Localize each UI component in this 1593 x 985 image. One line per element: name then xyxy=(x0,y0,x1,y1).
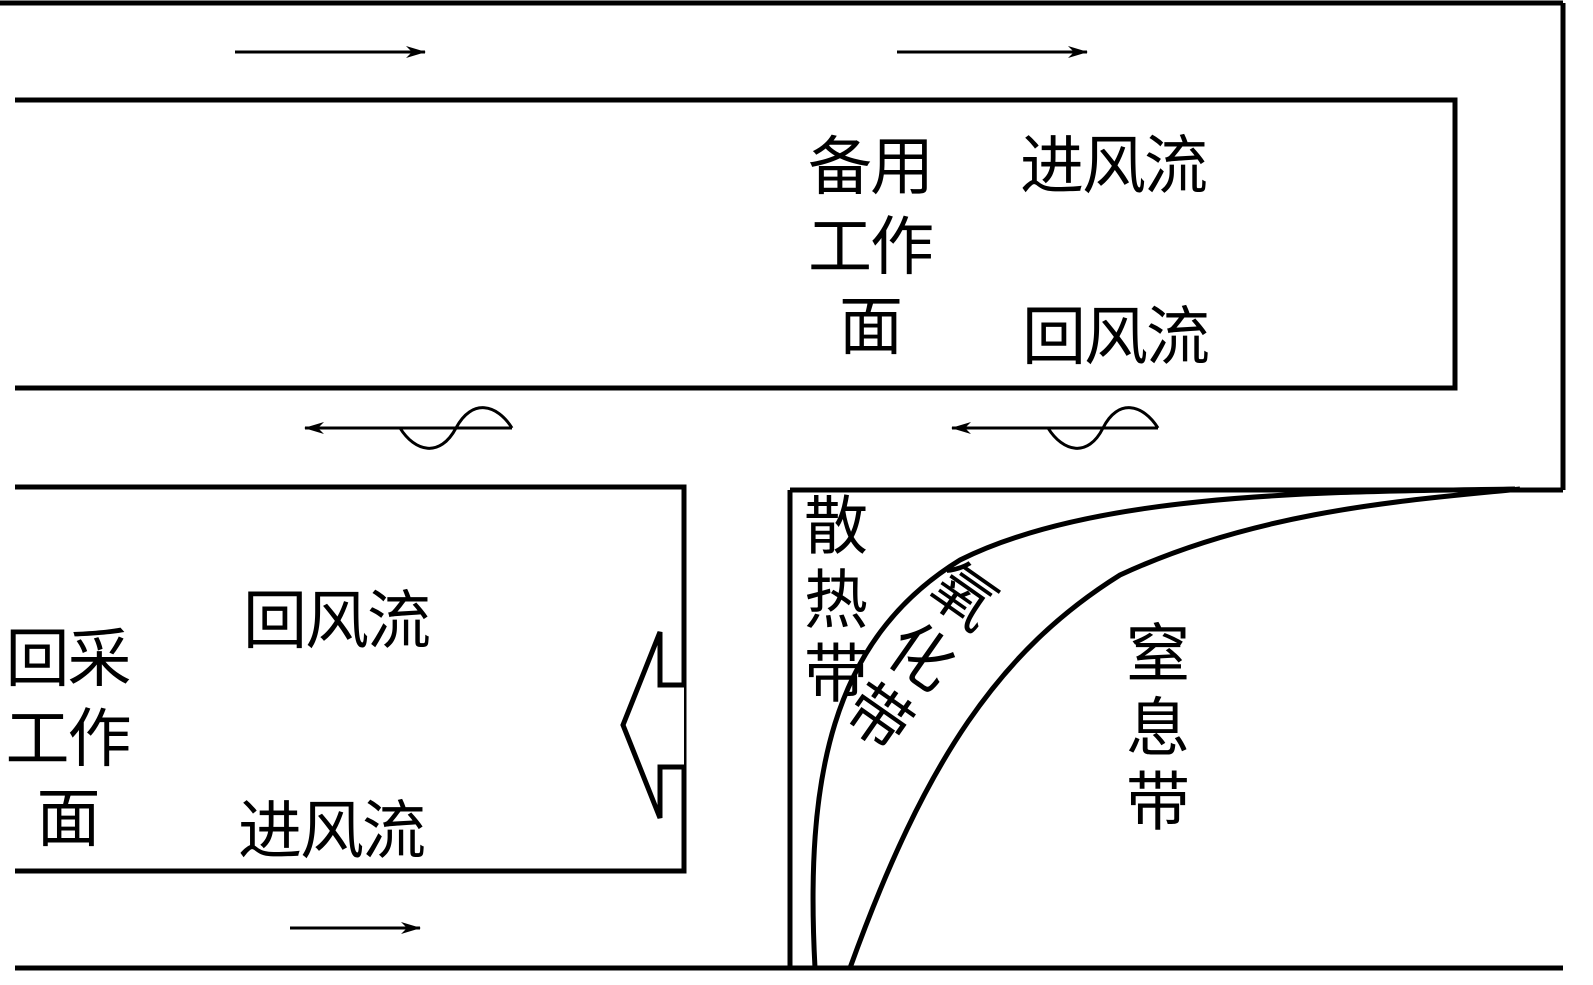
return-flow-label-top: 回风流 xyxy=(1022,301,1210,375)
return-wavy-arrow-icon xyxy=(951,406,1160,450)
backup-face-label: 备用 工作 面 xyxy=(800,128,940,368)
backup-face-label-line1: 备用 xyxy=(808,131,934,205)
mining-face-label-line1: 回采 xyxy=(5,623,132,697)
backup-face-block xyxy=(15,97,1458,391)
backup-face-label-line3: 面 xyxy=(839,291,903,365)
mining-face-label-line3: 面 xyxy=(36,783,101,857)
suffocation-zone-label: 窒息带 xyxy=(1115,620,1189,842)
advance-arrow-icon xyxy=(620,631,684,819)
oxidation-suffocation-boundary xyxy=(847,486,1521,969)
intake-flow-label-top: 进风流 xyxy=(1020,130,1208,204)
mining-face-block xyxy=(15,484,687,874)
return-wavy-arrow-icon xyxy=(304,406,514,450)
mining-face-label: 回采 工作 面 xyxy=(0,620,135,860)
heat-dissipation-zone-label: 散热带 xyxy=(793,492,867,714)
backup-face-label-line2: 工作 xyxy=(808,211,934,285)
heat-oxidation-boundary xyxy=(810,486,1516,969)
return-flow-label-left: 回风流 xyxy=(243,585,431,659)
mining-face-label-line2: 工作 xyxy=(5,703,132,777)
intake-flow-label-left: 进风流 xyxy=(238,795,426,869)
